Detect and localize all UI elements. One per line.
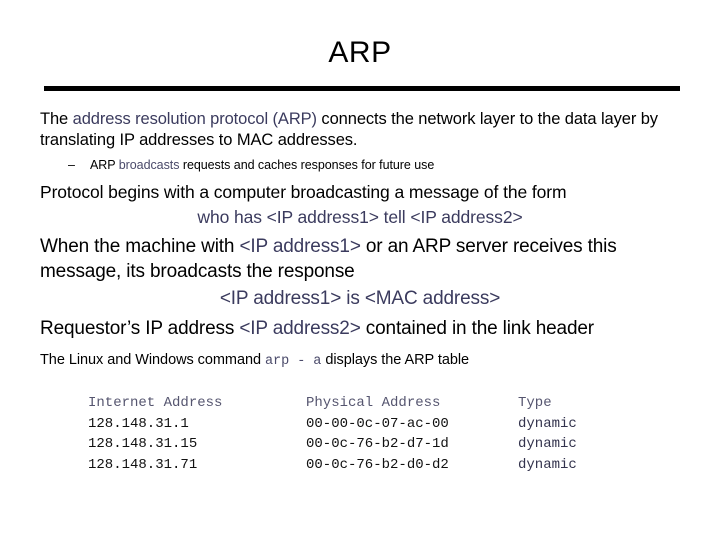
sub-bullet-accent: broadcasts: [118, 158, 180, 172]
table-row: 128.148.31.15 00-0c-76-b2-d7-1d dynamic: [88, 434, 628, 455]
table-row: 128.148.31.71 00-0c-76-b2-d0-d2 dynamic: [88, 455, 628, 476]
when-line-pre: When the machine with: [40, 236, 240, 257]
requestor-line: Requestor’s IP address <IP address2> con…: [40, 316, 680, 341]
cell-internet-address: 128.148.31.71: [88, 456, 198, 473]
protocol-line: Protocol begins with a computer broadcas…: [40, 182, 567, 202]
cell-physical-address: 00-0c-76-b2-d0-d2: [306, 456, 449, 473]
when-line-post: or an ARP server receives this message, …: [40, 236, 617, 282]
requestor-pre: Requestor’s IP address: [40, 318, 240, 339]
cell-physical-address: 00-0c-76-b2-d7-1d: [306, 436, 449, 452]
cell-internet-address: 128.148.31.15: [88, 436, 198, 452]
arp-table: Internet Address Physical Address Type 1…: [88, 393, 628, 475]
page-title: ARP: [328, 36, 392, 69]
intro-lead: The: [40, 110, 73, 128]
dash-bullet-icon: –: [68, 158, 75, 172]
cell-type: dynamic: [518, 456, 577, 473]
requestor-post: contained in the link header: [360, 318, 594, 339]
title-divider: [44, 86, 680, 91]
cell-internet-address: 128.148.31.1: [88, 415, 189, 432]
response-format-line: <IP address1> is <MAC address>: [219, 288, 501, 309]
table-row: 128.148.31.1 00-00-0c-07-ac-00 dynamic: [88, 414, 628, 435]
requestor-accent: <IP address2>: [239, 318, 361, 339]
command-post: displays the ARP table: [321, 352, 470, 368]
table-header-row: Internet Address Physical Address Type: [88, 393, 628, 414]
when-line-accent: <IP address1>: [239, 236, 361, 257]
column-header-type: Type: [518, 395, 552, 411]
cell-physical-address: 00-00-0c-07-ac-00: [306, 415, 449, 432]
command-literal: arp - a: [264, 354, 322, 369]
command-line: The Linux and Windows command arp - a di…: [40, 350, 680, 372]
column-header-internet-address: Internet Address: [88, 395, 223, 411]
column-header-physical-address: Physical Address: [306, 395, 441, 411]
cell-type: dynamic: [518, 415, 577, 432]
slide-body: The address resolution protocol (ARP) co…: [40, 109, 680, 372]
command-pre: The Linux and Windows command: [40, 352, 265, 368]
when-line: When the machine with <IP address1> or a…: [40, 234, 680, 284]
intro-rest: connects the network layer to the data l…: [40, 110, 658, 149]
intro-paragraph: The address resolution protocol (ARP) co…: [40, 109, 680, 151]
intro-accent-term: address resolution protocol (ARP): [72, 110, 317, 128]
sub-bullet-broadcast: – ARP broadcasts requests and caches resp…: [40, 157, 680, 173]
sub-bullet-post: requests and caches responses for future…: [179, 158, 435, 172]
sub-bullet-pre: ARP: [90, 158, 119, 172]
cell-type: dynamic: [518, 436, 577, 452]
request-format-line: who has <IP address1> tell <IP address2>: [197, 207, 523, 227]
